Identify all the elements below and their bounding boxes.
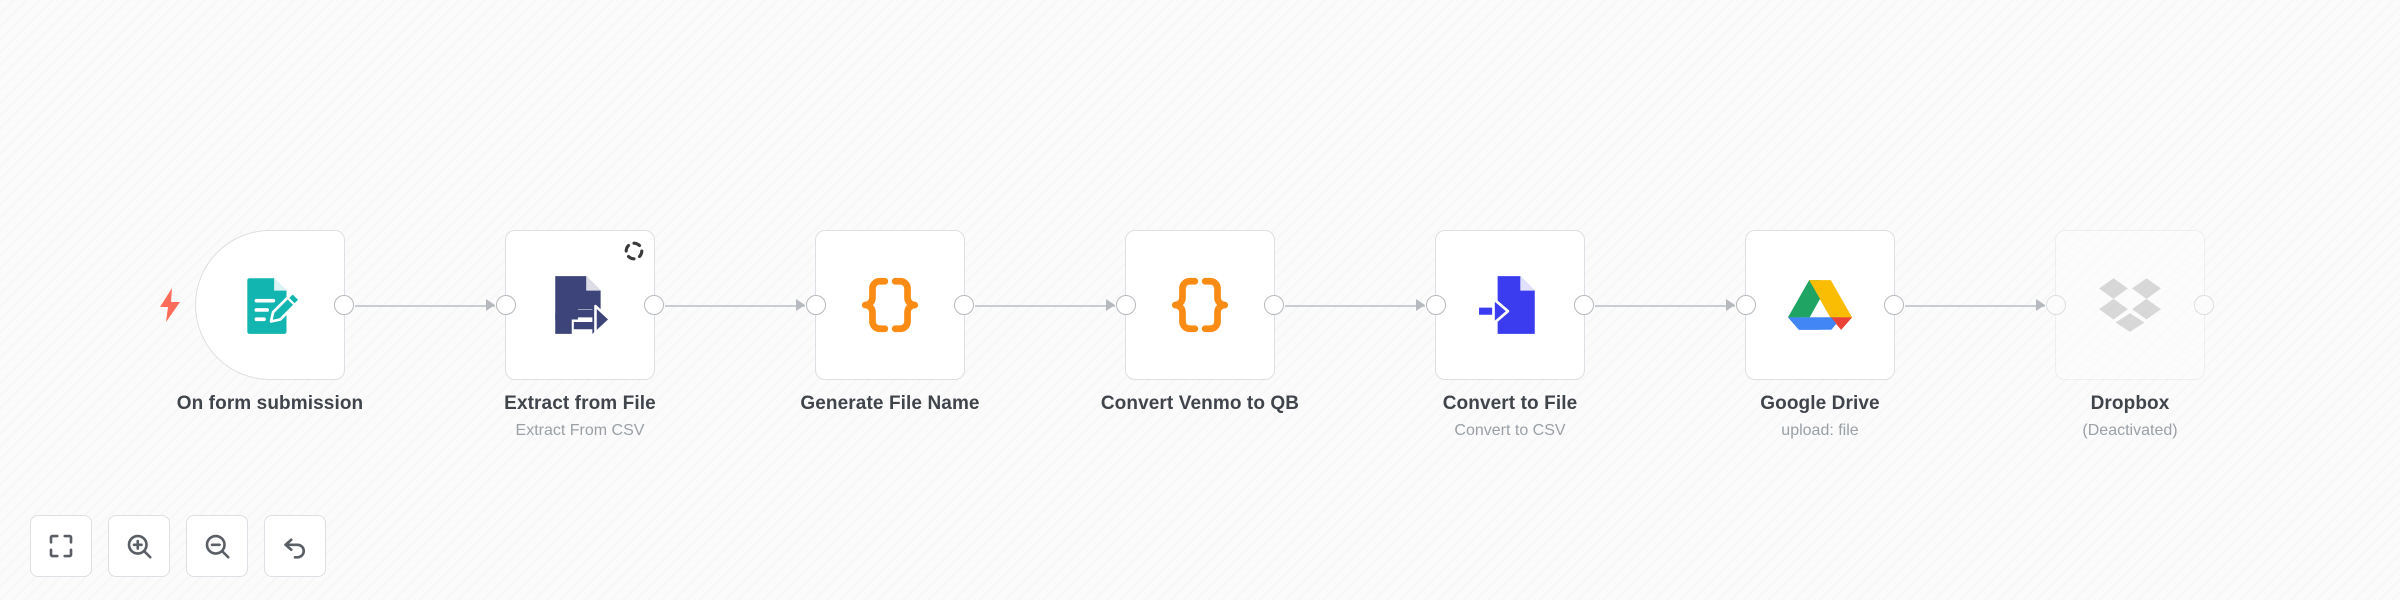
- workflow-node-generate-file-name[interactable]: Generate File Name: [800, 230, 980, 414]
- workflow-node-on-form-submission[interactable]: On form submission: [177, 230, 363, 414]
- node-box-on-form-submission[interactable]: [195, 230, 354, 380]
- workflow-node-convert-venmo-to-qb[interactable]: Convert Venmo to QB: [1101, 230, 1299, 414]
- node-box-generate-file-name[interactable]: [806, 230, 974, 380]
- node-box-google-drive[interactable]: [1736, 230, 1904, 380]
- dropbox-icon: [2097, 272, 2163, 338]
- node-box-convert-to-file[interactable]: [1426, 230, 1594, 380]
- node-box-convert-venmo-to-qb[interactable]: [1116, 230, 1284, 380]
- node-output-port[interactable]: [1264, 295, 1284, 315]
- spinner-icon: [623, 240, 645, 262]
- node-input-port[interactable]: [2046, 295, 2066, 315]
- zoom-in-icon: [124, 531, 154, 561]
- node-label: Extract from File Extract From CSV: [445, 392, 715, 441]
- connector-arrow-icon: [1726, 299, 1735, 311]
- code-braces-icon: [857, 272, 923, 338]
- node-label: Convert Venmo to QB: [1065, 392, 1335, 416]
- node-box-extract-from-file[interactable]: [496, 230, 664, 380]
- connector-arrow-icon: [796, 299, 805, 311]
- node-input-port[interactable]: [1426, 295, 1446, 315]
- connector-arrow-icon: [1106, 299, 1115, 311]
- node-title-on-form-submission: On form submission: [176, 393, 364, 414]
- workflow-node-convert-to-file[interactable]: Convert to File Convert to CSV: [1426, 230, 1594, 439]
- node-input-port[interactable]: [496, 295, 516, 315]
- node-label: Generate File Name: [755, 392, 1025, 416]
- file-export-icon: [547, 272, 613, 338]
- node-subtitle-google-drive: upload: file: [1781, 421, 1859, 439]
- fit-to-view-button[interactable]: [30, 515, 92, 577]
- connector-arrow-icon: [2036, 299, 2045, 311]
- workflow-node-dropbox[interactable]: Dropbox (Deactivated): [2046, 230, 2214, 439]
- lightning-bolt-icon: [160, 288, 180, 322]
- connector-on-form-submission-to-extract-from-file[interactable]: [355, 305, 495, 307]
- connector-convert-to-file-to-google-drive[interactable]: [1595, 305, 1735, 307]
- zoom-out-icon: [202, 531, 232, 561]
- node-label: Google Drive upload: file: [1685, 392, 1955, 441]
- node-label: Convert to File Convert to CSV: [1375, 392, 1645, 441]
- code-braces-icon: [1167, 272, 1233, 338]
- node-output-port[interactable]: [2194, 295, 2214, 315]
- fit-view-icon: [46, 531, 76, 561]
- node-label: On form submission: [135, 392, 405, 416]
- zoom-in-button[interactable]: [108, 515, 170, 577]
- node-subtitle-dropbox: (Deactivated): [2082, 421, 2178, 439]
- node-box-dropbox[interactable]: [2046, 230, 2214, 380]
- node-title-extract-from-file: Extract from File: [504, 393, 656, 414]
- node-subtitle-extract-from-file: Extract From CSV: [515, 421, 645, 439]
- node-subtitle-convert-to-file: Convert to CSV: [1454, 421, 1566, 439]
- node-title-convert-to-file: Convert to File: [1442, 393, 1578, 414]
- connector-arrow-icon: [486, 299, 495, 311]
- node-input-port[interactable]: [1736, 295, 1756, 315]
- node-label: Dropbox (Deactivated): [1995, 392, 2265, 441]
- workflow-node-google-drive[interactable]: Google Drive upload: file: [1736, 230, 1904, 439]
- node-title-convert-venmo-to-qb: Convert Venmo to QB: [1100, 393, 1300, 414]
- node-output-port[interactable]: [334, 295, 354, 315]
- workflow-node-extract-from-file[interactable]: Extract from File Extract From CSV: [496, 230, 664, 439]
- node-title-generate-file-name: Generate File Name: [800, 393, 980, 414]
- connector-google-drive-to-dropbox[interactable]: [1905, 305, 2045, 307]
- node-output-port[interactable]: [954, 295, 974, 315]
- node-output-port[interactable]: [1884, 295, 1904, 315]
- node-input-port[interactable]: [806, 295, 826, 315]
- node-output-port[interactable]: [644, 295, 664, 315]
- connector-generate-file-name-to-convert-venmo-to-qb[interactable]: [975, 305, 1115, 307]
- form-edit-icon: [237, 272, 303, 338]
- node-title-google-drive: Google Drive: [1760, 393, 1880, 414]
- undo-arrow-icon: [280, 531, 310, 561]
- connector-arrow-icon: [1416, 299, 1425, 311]
- canvas-toolbar: [30, 515, 326, 577]
- zoom-out-button[interactable]: [186, 515, 248, 577]
- file-import-icon: [1477, 272, 1543, 338]
- reset-zoom-button[interactable]: [264, 515, 326, 577]
- connector-extract-from-file-to-generate-file-name[interactable]: [665, 305, 805, 307]
- node-input-port[interactable]: [1116, 295, 1136, 315]
- connector-convert-venmo-to-qb-to-convert-to-file[interactable]: [1285, 305, 1425, 307]
- google-drive-icon: [1787, 272, 1853, 338]
- node-output-port[interactable]: [1574, 295, 1594, 315]
- node-title-dropbox: Dropbox: [2090, 393, 2170, 414]
